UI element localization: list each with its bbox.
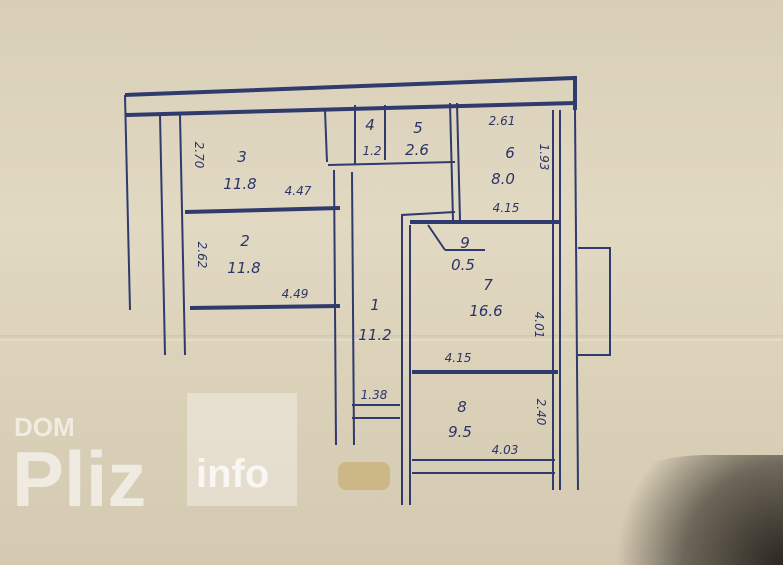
dim-room2-width: 2.62 <box>195 242 209 269</box>
watermark-pliz: Pliz <box>12 435 147 523</box>
dim-room3-length: 4.47 <box>285 184 312 198</box>
room-9-area: 0.5 <box>451 256 475 274</box>
dim-room3-width: 2.70 <box>192 142 206 169</box>
room-5-number: 5 <box>413 119 423 137</box>
room-6-number: 6 <box>505 144 515 162</box>
dim-corridor-width: 1.38 <box>361 388 388 402</box>
room-4-number: 4 <box>365 116 375 134</box>
room-7-area: 16.6 <box>469 302 502 320</box>
room-8-number: 8 <box>457 398 467 416</box>
dim-room6-side: 1.93 <box>537 144 551 171</box>
dim-room6-length: 4.15 <box>493 201 520 215</box>
room-1-number: 1 <box>370 296 380 314</box>
room-5-area: 2.6 <box>405 141 429 159</box>
room-2-number: 2 <box>240 232 250 250</box>
room-2-area: 11.8 <box>227 259 260 277</box>
dimension-labels: 2.70 4.47 2.62 4.49 2.61 1.93 4.15 4.15 … <box>192 114 551 457</box>
room-3-number: 3 <box>237 148 247 166</box>
dim-room7-width: 4.01 <box>532 312 546 339</box>
watermark-info: info <box>196 452 270 496</box>
walls <box>124 75 611 505</box>
room-9-number: 9 <box>460 234 470 252</box>
room-4-area: 1.2 <box>362 144 381 158</box>
dim-room7-length: 4.15 <box>445 351 472 365</box>
dim-room2-length: 4.49 <box>282 287 309 301</box>
dim-room6-width: 2.61 <box>489 114 516 128</box>
dim-room8-width: 2.40 <box>534 399 548 426</box>
stain <box>338 462 390 490</box>
watermark-dom: DOM <box>14 412 75 442</box>
room-3-area: 11.8 <box>223 175 256 193</box>
room-8-area: 9.5 <box>448 423 472 441</box>
dim-room8-length: 4.03 <box>492 443 519 457</box>
room-6-area: 8.0 <box>491 170 515 188</box>
paper-fold <box>0 335 783 341</box>
watermark-box <box>187 393 297 506</box>
room-1-area: 11.2 <box>358 326 391 344</box>
room-labels: 3 11.8 2 11.8 1 11.2 4 1.2 5 2.6 6 8.0 7… <box>223 116 515 441</box>
room-7-number: 7 <box>483 276 493 294</box>
